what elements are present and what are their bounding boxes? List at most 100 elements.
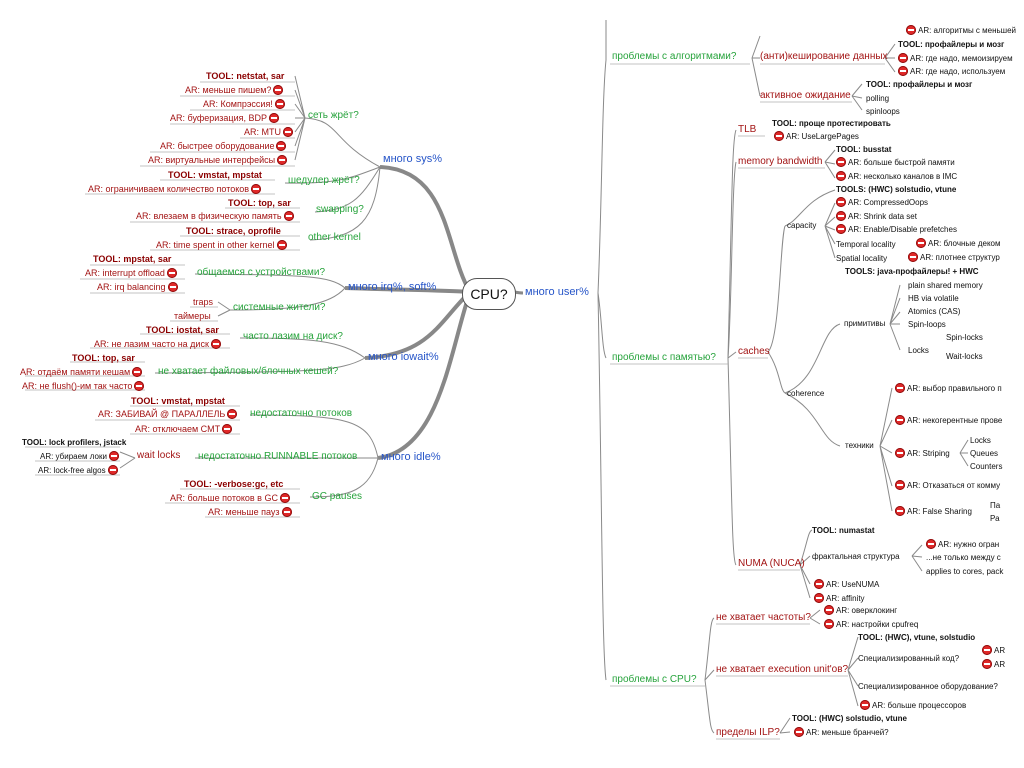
node-threads[interactable]: недостаточно потоков xyxy=(250,408,353,419)
node-wait-locks[interactable]: wait locks xyxy=(137,450,181,461)
node-exec[interactable]: не хватает execution unit'ов? xyxy=(716,664,849,675)
ar-item[interactable]: AR: больше быстрой памяти xyxy=(834,157,955,169)
ar-item[interactable]: AR: MTU xyxy=(244,126,295,138)
leaf-wait-locks[interactable]: Wait-locks xyxy=(946,352,983,361)
node-locks[interactable]: Locks xyxy=(908,346,929,355)
node-kernel[interactable]: other kernel xyxy=(308,232,361,243)
ar-item[interactable]: AR: отключаем CMT xyxy=(135,423,234,435)
ar-item[interactable]: AR: виртуальные интерфейсы xyxy=(148,154,289,166)
node-fractal[interactable]: фрактальная структура xyxy=(812,552,900,561)
ar-item[interactable]: AR: убираем локи xyxy=(40,451,121,463)
root-node[interactable]: CPU? xyxy=(462,278,516,310)
ar-item[interactable]: AR: отдаём памяти кешам xyxy=(20,366,144,378)
node-tlb[interactable]: TLB xyxy=(738,124,757,135)
node-anticache[interactable]: (анти)кеширование данных xyxy=(760,51,888,62)
node-capacity[interactable]: capacity xyxy=(787,221,817,230)
ar-item[interactable]: AR: Enable/Disable prefetches xyxy=(834,224,957,236)
node-spatial[interactable]: Spatial locality xyxy=(836,254,888,263)
node-runnable[interactable]: недостаточно RUNNABLE потоков xyxy=(198,451,358,462)
leaf-frac[interactable]: ...не только между с xyxy=(926,553,1001,562)
leaf-striping[interactable]: Locks xyxy=(970,436,991,445)
ar-item[interactable]: AR: больше процессоров xyxy=(858,700,966,712)
ar-item[interactable]: AR: interrupt offload xyxy=(85,267,179,279)
ar-item[interactable]: AR: Компрэссия! xyxy=(203,98,287,110)
node-sched[interactable]: шедулер жрёт? xyxy=(288,175,360,186)
ar-item[interactable]: AR: оверклокинг xyxy=(822,605,897,617)
ar-item[interactable]: AR: affinity xyxy=(812,593,865,605)
node-sys[interactable]: много sys% xyxy=(383,153,442,165)
node-iowait[interactable]: много iowait% xyxy=(368,351,439,363)
ar-item[interactable]: AR: влезаем в физическую память xyxy=(136,210,296,222)
ar-item[interactable]: AR: меньше пауз xyxy=(208,506,294,518)
node-numa[interactable]: NUMA (NUCA) xyxy=(738,558,805,569)
leaf-frac[interactable]: applies to cores, pack xyxy=(926,567,1004,576)
ar-item[interactable]: AR: где надо, мемоизируем xyxy=(896,53,1013,65)
ar-item[interactable]: AR: irq balancing xyxy=(97,281,180,293)
node-idle[interactable]: много idle% xyxy=(381,451,441,463)
node-bw[interactable]: memory bandwidth xyxy=(738,156,823,167)
leaf-traps[interactable]: traps xyxy=(193,297,214,307)
node-ilp[interactable]: пределы ILP? xyxy=(716,727,780,738)
ar-item[interactable]: AR: UseNUMA xyxy=(812,579,879,591)
ar-item[interactable]: AR xyxy=(980,659,1005,671)
leaf-prim[interactable]: HB via volatile xyxy=(908,294,959,303)
node-techniques[interactable]: техники xyxy=(845,441,874,450)
node-gc[interactable]: GC pauses xyxy=(312,491,363,502)
ar-item[interactable]: AR: не лазим часто на диск xyxy=(94,338,223,350)
ar-item[interactable]: AR: не flush()-им так часто xyxy=(22,380,146,392)
node-primitives[interactable]: примитивы xyxy=(844,319,886,328)
ar-item[interactable]: AR: блочные деком xyxy=(914,238,1000,250)
ar-item[interactable]: AR: плотнее структур xyxy=(906,252,1000,264)
ar-item[interactable]: AR: несколько каналов в IMC xyxy=(834,171,957,183)
node-disk[interactable]: часто лазим на диск? xyxy=(243,331,343,342)
ar-item[interactable]: AR xyxy=(980,645,1005,657)
node-sysres[interactable]: системные жители? xyxy=(233,302,326,313)
ar-item[interactable]: AR: меньше бранчей? xyxy=(792,727,889,739)
leaf-striping[interactable]: Counters xyxy=(970,462,1003,471)
ar-item[interactable]: AR: ограничиваем количество потоков xyxy=(88,183,263,195)
node-coherence[interactable]: coherence xyxy=(787,389,825,398)
node-swap[interactable]: swapping? xyxy=(316,204,364,215)
leaf-spin-locks[interactable]: Spin-locks xyxy=(946,333,983,342)
node-mem[interactable]: проблемы с памятью? xyxy=(612,352,716,363)
node-busy[interactable]: активное ожидание xyxy=(760,90,851,101)
node-spec-code[interactable]: Специализированный код? xyxy=(858,654,960,663)
node-irq[interactable]: много irq%, soft% xyxy=(348,281,437,293)
ar-item[interactable]: AR: больше потоков в GC xyxy=(170,492,292,504)
leaf-prim[interactable]: Atomics (CAS) xyxy=(908,307,961,316)
node-net[interactable]: сеть жрёт? xyxy=(308,110,359,121)
node-freq[interactable]: не хватает частоты? xyxy=(716,612,811,623)
ar-item[interactable]: AR: UseLargePages xyxy=(772,131,859,143)
ar-item[interactable]: AR: ЗАБИВАЙ @ ПАРАЛЛЕЛЬ xyxy=(98,408,239,420)
node-spec-hw[interactable]: Специализированное оборудование? xyxy=(858,682,998,691)
ar-item[interactable]: AR: некогерентные прове xyxy=(893,415,1002,427)
node-fcache[interactable]: не хватает файловых/блочных кешей? xyxy=(158,366,339,377)
ar-item[interactable]: AR: False Sharing xyxy=(893,506,972,518)
leaf-striping[interactable]: Queues xyxy=(970,449,999,458)
ar-item[interactable]: AR: буферизация, BDP xyxy=(170,112,281,124)
ar-item[interactable]: AR: CompressedOops xyxy=(834,197,928,209)
ar-item[interactable]: AR: алгоритмы с меньшей xyxy=(904,25,1016,37)
node-temporal[interactable]: Temporal locality xyxy=(836,240,896,249)
ar-item[interactable]: AR: lock-free algos xyxy=(38,465,120,477)
leaf-fs[interactable]: Па xyxy=(990,501,1001,510)
node-dev[interactable]: общаемся с устройствами? xyxy=(197,267,326,278)
ar-item[interactable]: AR: настройки cpufreq xyxy=(822,619,918,631)
ar-item[interactable]: AR: нужно огран xyxy=(924,539,999,551)
leaf-spinloops[interactable]: spinloops xyxy=(866,107,900,116)
node-alg[interactable]: проблемы с алгоритмами? xyxy=(612,51,737,62)
leaf-prim[interactable]: Spin-loops xyxy=(908,320,946,329)
ar-item[interactable]: AR: Отказаться от комму xyxy=(893,480,1000,492)
ar-item[interactable]: AR: быстрее оборудование xyxy=(160,140,288,152)
node-user[interactable]: много user% xyxy=(525,286,589,298)
leaf-fs[interactable]: Ра xyxy=(990,514,1000,523)
ar-item[interactable]: AR: Shrink data set xyxy=(834,211,917,223)
ar-item[interactable]: AR: где надо, используем xyxy=(896,66,1005,78)
ar-item[interactable]: AR: Striping xyxy=(893,448,950,460)
ar-item[interactable]: AR: time spent in other kernel xyxy=(156,239,289,251)
leaf-timers[interactable]: таймеры xyxy=(174,311,211,321)
ar-item[interactable]: AR: выбор правильного п xyxy=(893,383,1002,395)
node-cpu[interactable]: проблемы с CPU? xyxy=(612,674,697,685)
leaf-prim[interactable]: plain shared memory xyxy=(908,281,983,290)
ar-item[interactable]: AR: меньше пишем? xyxy=(185,84,285,96)
